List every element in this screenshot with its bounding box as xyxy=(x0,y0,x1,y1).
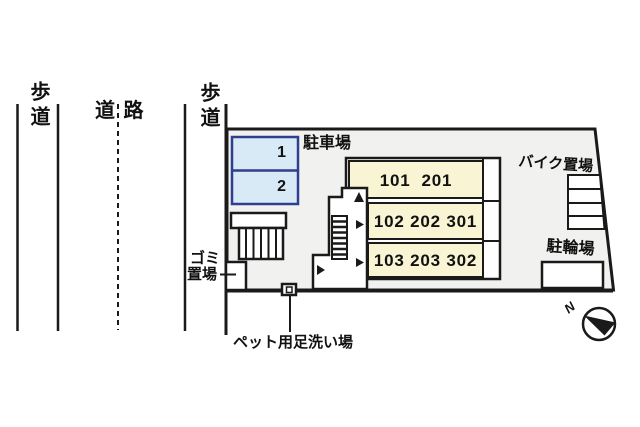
unit-row-2 xyxy=(367,202,484,240)
unit-label-row-2: 102 202 301 xyxy=(373,212,478,231)
up-arrow-icon xyxy=(354,192,364,202)
right-arrow-icon xyxy=(356,258,364,267)
unit-row-3 xyxy=(367,242,484,278)
building xyxy=(344,156,502,281)
parking-canopy-icon xyxy=(229,211,288,261)
garbage-box xyxy=(220,260,248,292)
garbage-box-rect xyxy=(224,260,248,292)
stairs-steps xyxy=(332,220,347,256)
sidewalk-left-label: 歩道 xyxy=(27,81,49,131)
right-arrow-icon xyxy=(317,265,325,275)
road-lines xyxy=(16,104,228,335)
unit-label-row-3: 103 203 302 xyxy=(373,251,478,270)
unit-row-1 xyxy=(348,160,484,199)
road-label: 道 路 xyxy=(95,100,144,122)
pet-wash-box-inner xyxy=(285,286,293,294)
sidewalk-right-label: 歩道 xyxy=(197,82,219,132)
canopy-roof xyxy=(229,211,288,230)
unit-label-row-1: 101 201 xyxy=(379,171,453,190)
parking-space-number-2: 2 xyxy=(277,178,286,195)
garbage-area-label-line2: 置場 xyxy=(187,266,218,283)
parking-spaces xyxy=(230,135,300,206)
parking-area-label: 駐車場 xyxy=(303,135,352,152)
bicycle-area-label: 駐輪場 xyxy=(545,238,595,259)
garbage-area-label-line1: ゴミ xyxy=(190,250,221,267)
bike-rack-icon xyxy=(567,174,606,230)
north-compass-icon xyxy=(581,306,617,342)
compass-needle xyxy=(584,315,616,336)
pet-wash-label: ペット用足洗い場 xyxy=(233,334,354,351)
right-arrow-icon xyxy=(356,220,364,229)
bicycle-parking-box xyxy=(540,260,605,290)
parking-space-number-1: 1 xyxy=(277,144,286,161)
pet-wash-station xyxy=(280,282,298,332)
stairwell xyxy=(311,186,369,291)
